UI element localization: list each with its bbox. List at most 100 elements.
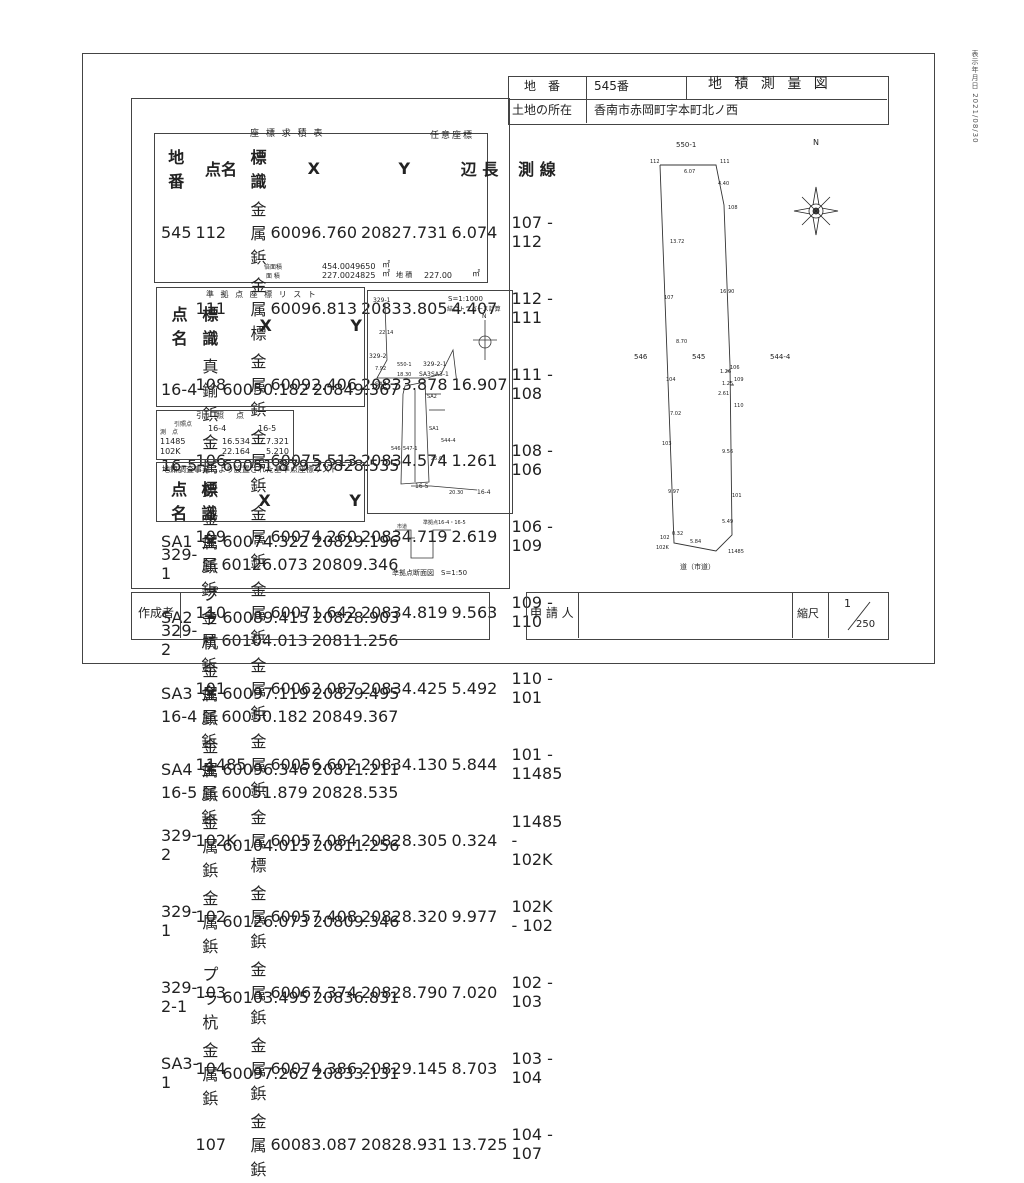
table-cell: 2.619	[451, 526, 498, 546]
table-cell: 110 - 101	[511, 669, 553, 707]
area-unit: ㎡	[382, 269, 390, 278]
point-label: 108	[728, 205, 738, 211]
inset-dist: 22.14	[379, 330, 393, 336]
table-cell: 20828.931	[361, 1134, 448, 1154]
point-label: 102	[660, 535, 670, 541]
table-cell: 金 属 鋲	[201, 532, 218, 599]
table-cell: 60051.879	[221, 782, 308, 802]
column-header: 地 番	[168, 148, 185, 191]
table-cell: 101	[195, 678, 227, 698]
survey-base-table	[156, 462, 365, 522]
table-cell: 0.324	[451, 830, 498, 850]
table-cell: プ ラ 杭	[202, 965, 219, 1032]
table-cell: 20849.367	[311, 706, 399, 726]
inset-dist: 7.92	[375, 366, 386, 372]
table-cell: 102 - 103	[511, 973, 553, 1011]
column-header: X	[307, 158, 320, 178]
table-cell: 329-1	[161, 902, 198, 940]
table-cell: SA1	[161, 531, 193, 551]
point-label: 107	[664, 295, 674, 301]
table-cell: 金 属 鋲	[202, 433, 219, 500]
coord-table-title: 座 標 求 積 表	[250, 129, 325, 139]
table-cell: 102K - 102	[511, 897, 553, 935]
page-title: 地 積 測 量 図	[708, 76, 832, 92]
table-cell: 金 属 鋲	[250, 200, 267, 267]
dist-label: 16.90	[720, 289, 734, 295]
north-label: N	[813, 138, 819, 147]
table-cell: 112	[195, 222, 227, 242]
table-cell: 5.492	[451, 678, 498, 698]
table-cell: 13.725	[451, 1134, 508, 1154]
table-cell: 20834.574	[361, 450, 448, 470]
table-cell: プ ラ 杭	[202, 585, 219, 652]
column-header: X	[259, 315, 272, 335]
chiseki-label: 地 積	[396, 271, 413, 279]
reference-table-title: 準 拠 点 座 標 リ ス ト	[206, 290, 318, 299]
area-label: 面 積	[266, 273, 280, 280]
dist-label: 13.72	[670, 239, 684, 245]
inset-sketch: 329-1 329-2 SA4 SA3 SA3-1 329-2-1 550-1 …	[369, 297, 497, 559]
table-cell: 60050.182	[222, 379, 309, 399]
tie-row-2-b: 5.210	[266, 447, 289, 456]
inset-label: SA1	[429, 426, 439, 432]
table-cell: SA2	[161, 607, 193, 627]
table-cell: 金 属 鋲	[201, 684, 218, 751]
footer-right-divider	[578, 592, 579, 638]
tie-row-2-a: 22.164	[222, 447, 250, 456]
dist-label: 0.32	[672, 531, 683, 537]
scale-label: 縮尺	[797, 607, 819, 620]
inset-label: 329-2	[369, 353, 387, 360]
table-cell: 106 - 109	[511, 517, 553, 555]
tie-row-2-name: 102K	[160, 447, 181, 456]
table-cell: 329-2	[161, 621, 198, 659]
table-cell: 20811.256	[311, 630, 399, 650]
coord-area-table	[154, 133, 488, 283]
table-cell: 20829.495	[312, 683, 400, 703]
table-cell: 真 鍮 鋲	[202, 357, 219, 424]
double-area-label: 倍面積	[264, 264, 283, 271]
dist-label: 1.25	[722, 381, 733, 387]
table-cell: 9.977	[451, 906, 498, 926]
optional-coord-title: 任意座標	[430, 131, 475, 141]
section-caption: 準拠点断面図 S=1:50	[392, 569, 468, 577]
point-label: 104	[666, 377, 676, 383]
tie-col-1: 16-4	[208, 424, 227, 433]
outer-frame	[82, 53, 935, 664]
table-cell: 1.261	[451, 450, 498, 470]
table-cell: 金 属 鋲	[201, 760, 218, 827]
point-label: 102K	[656, 545, 670, 551]
inset-scale: S=1:1000	[448, 295, 483, 303]
table-cell: 20834.719	[361, 526, 448, 546]
double-area-value: 454.0049650	[322, 262, 376, 271]
author-label: 作成者	[138, 606, 175, 620]
table-cell: 60062.087	[270, 678, 357, 698]
inset-label: 329-2-1	[423, 361, 447, 368]
scale-denominator: 250	[856, 619, 876, 630]
column-header: Y	[350, 315, 362, 335]
point-label: 106	[730, 365, 740, 371]
section-note: 準拠点16-4・16-5	[423, 519, 466, 526]
survey-table-title: 地籍調査事業により設置された基準点座標リスト	[162, 465, 338, 474]
parcel-label: 544-4	[770, 353, 791, 361]
table-cell: 5.844	[451, 754, 498, 774]
parcel-cell: 545	[161, 222, 192, 242]
parcel-map: N 550-1 546 545 544-4 道（市道） 112 111 108 …	[634, 138, 839, 571]
table-cell: 60097.119	[222, 683, 309, 703]
tie-table-title: 引 照 点	[196, 411, 246, 420]
double-area-unit: ㎡	[382, 260, 390, 269]
dist-label: 1.26	[720, 369, 731, 375]
table-cell: 20809.346	[311, 554, 399, 574]
footer-scale-divider	[792, 592, 793, 638]
table-cell: 60074.322	[222, 531, 309, 551]
table-cell: SA3-1	[161, 1054, 199, 1092]
table-cell: 20828.535	[312, 455, 400, 475]
